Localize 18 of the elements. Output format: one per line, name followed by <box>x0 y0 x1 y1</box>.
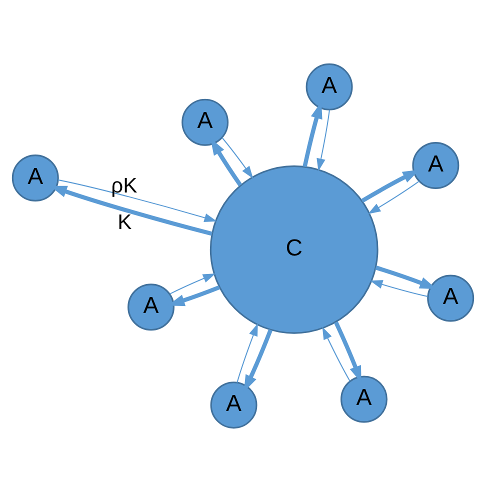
edge-label: ρK <box>111 174 138 198</box>
arrow <box>316 109 330 171</box>
node-circle: A <box>412 142 460 188</box>
node-circle: A <box>210 381 258 428</box>
arrow <box>236 322 258 382</box>
arrow <box>322 326 350 381</box>
arrow <box>170 272 216 294</box>
node-circle: A <box>128 283 175 330</box>
arrow <box>58 178 218 222</box>
node-circle: A <box>12 154 59 201</box>
node-circle: A <box>182 98 229 146</box>
edge-label: K <box>118 210 132 234</box>
arrow <box>368 180 420 214</box>
arrow <box>222 136 254 178</box>
arrow <box>370 280 428 296</box>
node-circle: A <box>340 375 388 422</box>
node-circle: A <box>427 274 474 322</box>
node-circle: A <box>306 62 353 110</box>
